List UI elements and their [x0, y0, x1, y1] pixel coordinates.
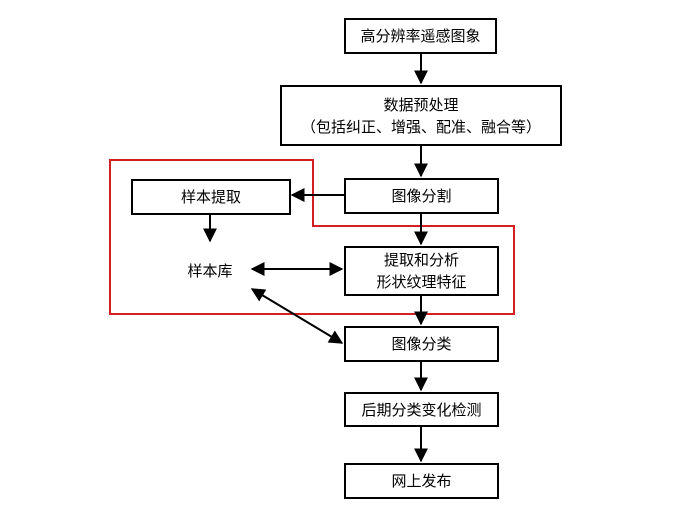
node-feature-analysis-line1: 提取和分析 — [383, 251, 459, 269]
node-publish: 网上发布 — [344, 463, 499, 499]
node-sample-extract-label: 样本提取 — [180, 188, 241, 206]
arrow-lib-classify-bidirectional — [250, 288, 344, 344]
node-feature-analysis-line2: 形状纹理特征 — [376, 273, 467, 291]
node-classification-label: 图像分类 — [391, 335, 452, 353]
node-change-detection: 后期分类变化检测 — [344, 392, 499, 427]
node-change-detection-label: 后期分类变化检测 — [361, 400, 482, 419]
node-segmentation-label: 图像分割 — [391, 187, 452, 205]
node-feature-analysis: 提取和分析 形状纹理特征 — [344, 246, 499, 296]
node-preprocess-detail: （包括纠正、增强、配准、融合等） — [300, 117, 541, 136]
node-preprocess: 数据预处理 （包括纠正、增强、配准、融合等） — [280, 85, 562, 146]
node-sample-library: 样本库 — [169, 243, 251, 298]
node-hires-image-label: 高分辨率遥感图象 — [360, 27, 481, 45]
node-segmentation: 图像分割 — [344, 178, 499, 214]
node-hires-image: 高分辨率遥感图象 — [344, 18, 497, 54]
node-sample-library-label: 样本库 — [187, 261, 233, 280]
node-classification: 图像分类 — [344, 326, 499, 362]
node-sample-extract: 样本提取 — [131, 179, 291, 215]
node-publish-label: 网上发布 — [391, 472, 452, 490]
highlight-region — [109, 159, 515, 315]
node-preprocess-label: 数据预处理 — [383, 95, 459, 114]
